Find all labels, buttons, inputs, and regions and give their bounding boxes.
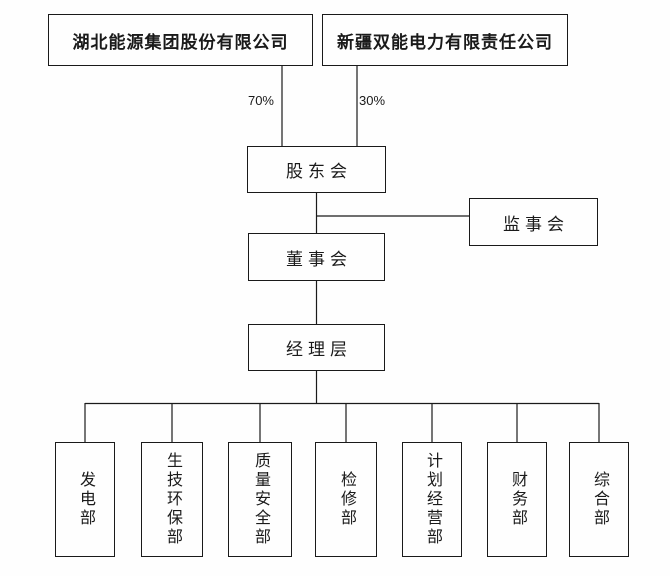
parent-company-box-xinjiang: 新疆双能电力有限责任公司 bbox=[322, 14, 568, 66]
department-box-finance: 财务部 bbox=[487, 442, 547, 557]
supervisory-board-box: 监事会 bbox=[469, 198, 598, 246]
department-box-quality-safety: 质量安全部 bbox=[228, 442, 292, 557]
department-box-general-affairs: 综合部 bbox=[569, 442, 629, 557]
department-label-production-tech-environment: 生技环保部 bbox=[164, 452, 181, 547]
parent-company-label-hubei: 湖北能源集团股份有限公司 bbox=[72, 32, 289, 52]
stake-label-70: 70% bbox=[247, 93, 274, 108]
department-label-power-generation: 发电部 bbox=[77, 471, 94, 528]
department-box-planning-operation: 计划经营部 bbox=[402, 442, 462, 557]
board-of-directors-box: 董事会 bbox=[248, 233, 385, 281]
department-box-production-tech-environment: 生技环保部 bbox=[141, 442, 203, 557]
department-box-maintenance: 检修部 bbox=[315, 442, 377, 557]
department-label-planning-operation: 计划经营部 bbox=[424, 452, 441, 547]
department-label-quality-safety: 质量安全部 bbox=[252, 452, 269, 547]
department-label-finance: 财务部 bbox=[509, 471, 526, 528]
management-level-box: 经理层 bbox=[248, 324, 385, 371]
shareholder-meeting-label: 股东会 bbox=[286, 162, 352, 181]
stake-label-30: 30% bbox=[359, 93, 386, 108]
department-label-maintenance: 检修部 bbox=[338, 471, 355, 528]
supervisory-board-label: 监事会 bbox=[503, 214, 569, 234]
department-label-general-affairs: 综合部 bbox=[591, 471, 608, 528]
parent-company-box-hubei: 湖北能源集团股份有限公司 bbox=[48, 14, 313, 66]
department-box-power-generation: 发电部 bbox=[55, 442, 115, 557]
management-level-label: 经理层 bbox=[286, 340, 352, 359]
shareholder-meeting-box: 股东会 bbox=[247, 146, 386, 193]
board-of-directors-label: 董事会 bbox=[286, 249, 352, 269]
parent-company-label-xinjiang: 新疆双能电力有限责任公司 bbox=[337, 32, 553, 52]
